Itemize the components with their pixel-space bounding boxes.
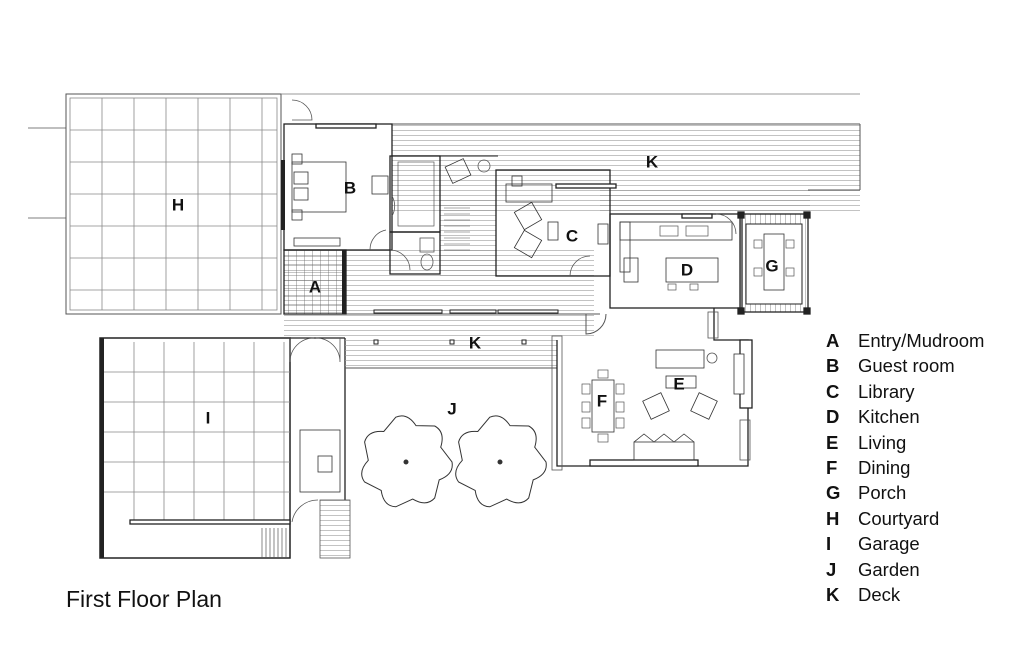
library-room <box>495 169 617 277</box>
label-porch: G <box>765 256 779 276</box>
label-garden: J <box>447 399 457 419</box>
label-library: C <box>565 226 579 246</box>
legend-item: I Garage <box>826 533 984 558</box>
label-deck-upper: K <box>645 152 659 172</box>
legend-room-name: Porch <box>858 482 907 504</box>
courtyard-area <box>28 93 860 315</box>
legend-room-name: Guest room <box>858 355 955 377</box>
tree-trunk <box>403 459 409 465</box>
legend-room-name: Courtyard <box>858 507 940 529</box>
kitchen-room <box>609 213 743 309</box>
tree-canopy <box>455 415 547 508</box>
label-dining: F <box>596 391 608 411</box>
entry-mudroom <box>283 249 347 315</box>
legend-item: H Courtyard <box>826 508 984 533</box>
legend-key: D <box>826 406 840 428</box>
legend-room-name: Deck <box>858 583 901 605</box>
legend-key: H <box>826 507 840 529</box>
label-deck-lower: K <box>468 333 482 353</box>
label-garage: I <box>205 408 211 428</box>
legend-key: E <box>826 431 839 453</box>
legend-room-name: Garage <box>858 533 920 555</box>
porch-room <box>737 211 811 315</box>
garden-trees <box>361 415 547 508</box>
legend-item: B Guest room <box>826 355 984 380</box>
tree-trunk <box>497 459 503 465</box>
legend-key: I <box>826 533 832 555</box>
deck-upper <box>392 123 861 215</box>
legend-item: C Library <box>826 381 984 406</box>
living-dining-room <box>551 308 753 471</box>
legend-key: B <box>826 355 840 377</box>
legend-key: G <box>826 482 841 504</box>
legend-item: D Kitchen <box>826 406 984 431</box>
legend-room-name: Library <box>858 380 915 402</box>
label-courtyard: H <box>171 195 185 215</box>
legend-key: K <box>826 583 840 605</box>
legend-item: J Garden <box>826 559 984 584</box>
garage-area <box>99 337 351 559</box>
legend-key: C <box>826 380 840 402</box>
legend-room-name: Living <box>858 431 907 453</box>
tree-canopy <box>361 415 453 508</box>
legend-item: G Porch <box>826 482 984 507</box>
legend-item: K Deck <box>826 584 984 609</box>
plan-title: First Floor Plan <box>66 586 222 612</box>
label-guest-room: B <box>343 178 357 198</box>
label-entry-mudroom: A <box>308 277 322 297</box>
legend-room-name: Garden <box>858 558 920 580</box>
legend-item: E Living <box>826 432 984 457</box>
legend-room-name: Dining <box>858 456 911 478</box>
legend-key: A <box>826 330 840 351</box>
label-kitchen: D <box>680 260 694 280</box>
legend-room-name: Entry/Mudroom <box>858 330 985 351</box>
legend-item: F Dining <box>826 457 984 482</box>
legend-key: F <box>826 456 838 478</box>
label-living: E <box>673 374 685 394</box>
legend-room-name: Kitchen <box>858 406 920 428</box>
legend-key: J <box>826 558 837 580</box>
legend-item: A Entry/Mudroom <box>826 330 984 355</box>
